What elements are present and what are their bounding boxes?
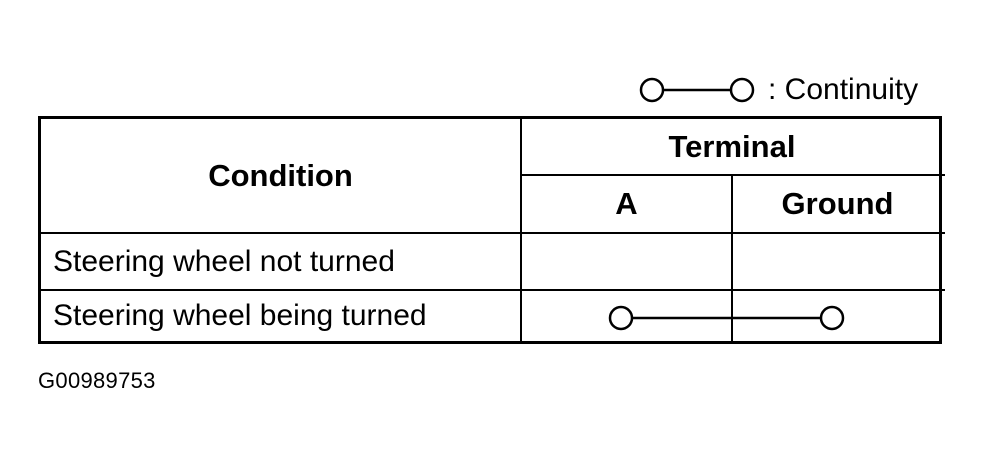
- divider: [41, 232, 945, 234]
- continuity-symbol-icon: [639, 77, 755, 103]
- legend-label: : Continuity: [768, 73, 919, 106]
- divider: [41, 289, 945, 291]
- terminal-header: Terminal: [668, 128, 796, 164]
- document-id: G00989753: [38, 368, 156, 393]
- condition-row-label: Steering wheel not turned: [53, 244, 395, 278]
- divider: [520, 174, 945, 176]
- continuity-node-a: [608, 305, 634, 331]
- divider: [520, 119, 522, 341]
- condition-header: Condition: [208, 157, 353, 193]
- continuity-table: Condition Terminal A Ground Steering whe…: [38, 116, 945, 344]
- divider: [731, 175, 733, 341]
- continuity-node-ground: [819, 305, 845, 331]
- condition-row-label: Steering wheel being turned: [53, 299, 427, 332]
- terminal-ground-header: Ground: [781, 186, 894, 221]
- terminal-a-header: A: [615, 186, 638, 221]
- continuity-legend: : Continuity: [638, 70, 918, 110]
